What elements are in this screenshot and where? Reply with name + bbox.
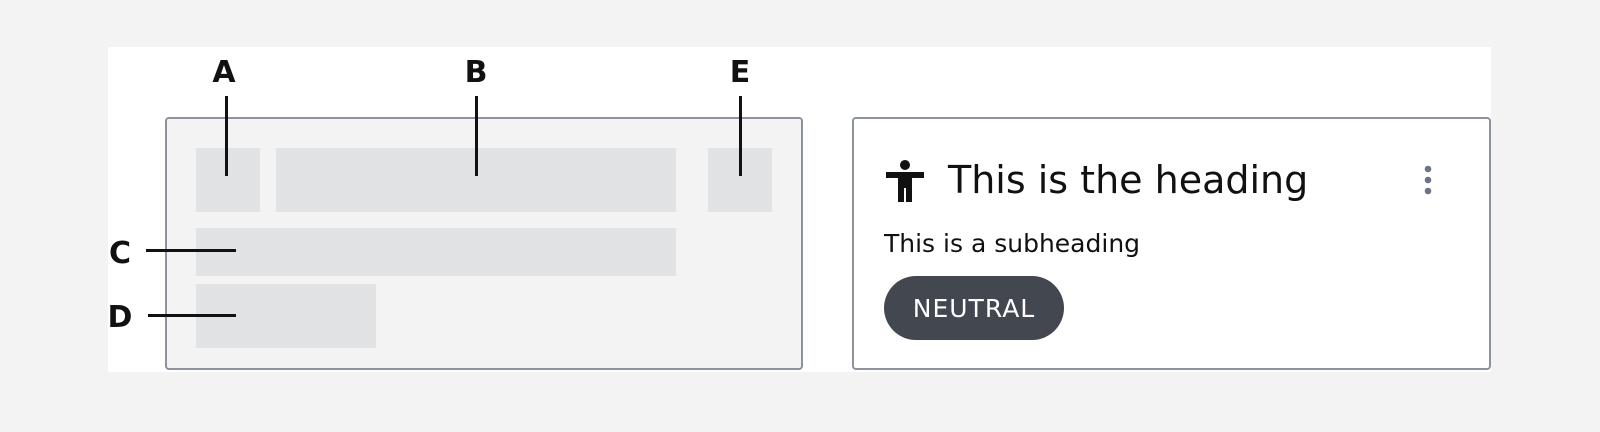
leader-line-d [148, 314, 236, 317]
leader-line-e [739, 96, 742, 176]
card-subheading: This is a subheading [884, 229, 1141, 258]
status-badge-label: NEUTRAL [912, 293, 1036, 323]
example-card [852, 117, 1491, 370]
callout-label-b: B [464, 55, 488, 90]
kebab-menu-icon[interactable] [1418, 164, 1438, 196]
callout-label-c: C [108, 236, 132, 271]
callout-label-d: D [107, 300, 133, 335]
card-heading: This is the heading [948, 158, 1309, 202]
callout-label-e: E [729, 55, 751, 90]
leader-line-b [475, 96, 478, 176]
leader-line-c [146, 249, 236, 252]
leader-line-a [225, 96, 228, 176]
accessibility-person-icon [886, 160, 924, 202]
callout-label-a: A [212, 55, 236, 90]
status-badge: NEUTRAL [884, 276, 1064, 340]
anatomy-block-a-icon-slot [196, 148, 260, 212]
anatomy-block-c-subheading-slot [196, 228, 676, 276]
